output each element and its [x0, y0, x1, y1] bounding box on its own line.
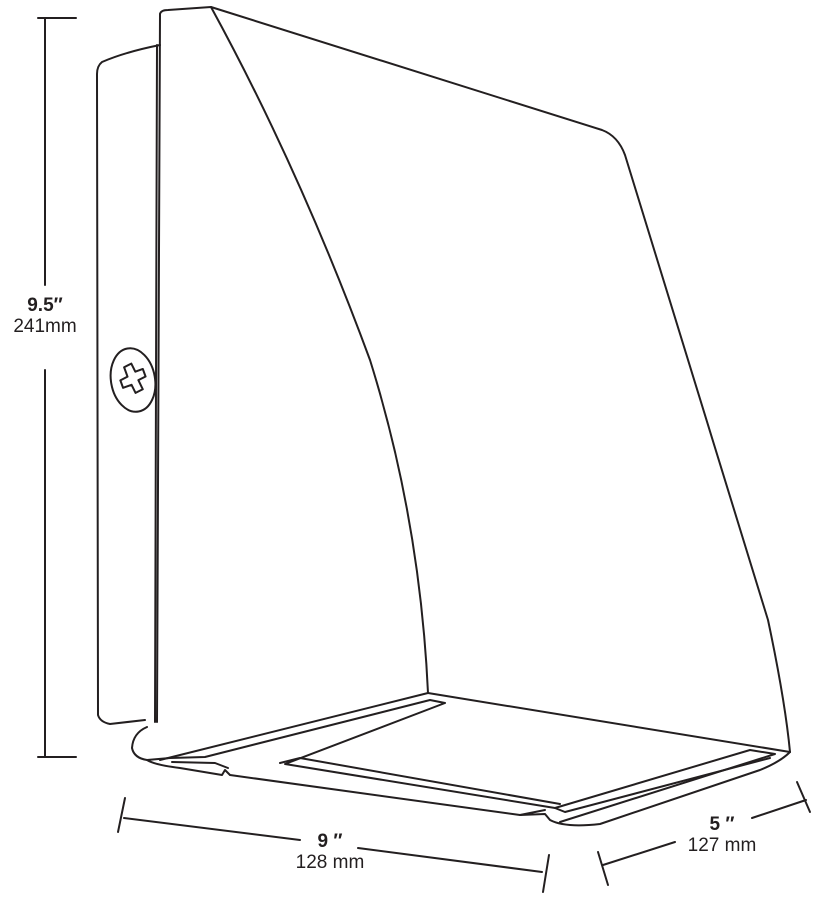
lens-assembly [131, 692, 791, 827]
width-dimension-line [117, 797, 550, 893]
housing-body [156, 6, 791, 753]
back-plate [96, 44, 161, 725]
height-label: 9.5″ 241mm [2, 295, 88, 338]
height-dimension-line [37, 17, 77, 758]
width-label: 9 ″ 128 mm [280, 831, 380, 874]
depth-dimension-line [597, 781, 811, 886]
height-metric: 241mm [13, 315, 77, 337]
depth-label: 5 ″ 127 mm [672, 814, 772, 857]
width-imperial: 9 ″ [317, 831, 343, 852]
depth-imperial: 5 ″ [709, 814, 735, 835]
height-imperial: 9.5″ [27, 295, 63, 316]
depth-metric: 127 mm [687, 834, 757, 856]
phillips-screw-icon [109, 347, 157, 413]
width-metric: 128 mm [295, 851, 365, 873]
